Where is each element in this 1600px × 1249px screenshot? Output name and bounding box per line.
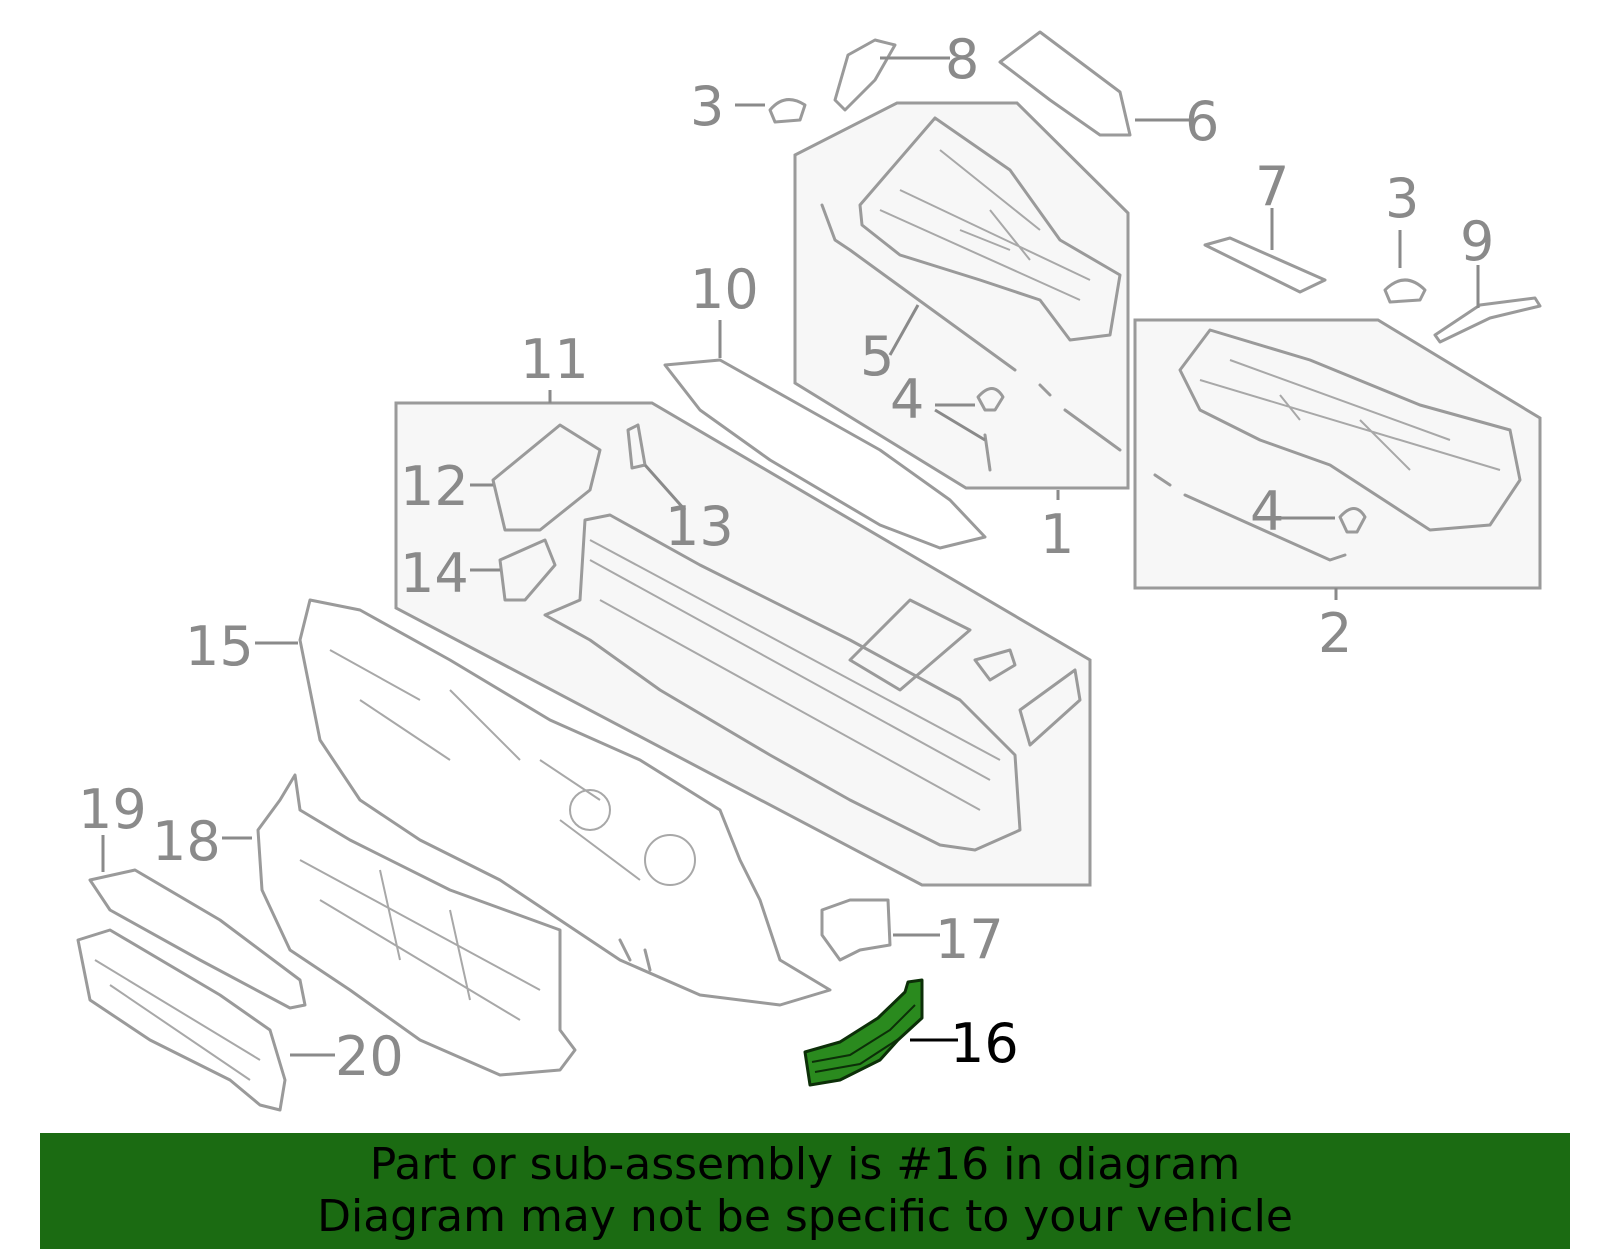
part-12-bracket xyxy=(491,423,602,532)
banner-line-1: Part or sub-assembly is #16 in diagram xyxy=(369,1139,1241,1190)
callout-10: 10 xyxy=(690,258,759,321)
callout-15: 15 xyxy=(185,615,254,678)
part-4-cap-a xyxy=(976,387,1005,472)
part-1-cowl-panel xyxy=(820,116,1122,452)
part-8-seal xyxy=(833,38,897,112)
callout-6: 6 xyxy=(1185,90,1219,153)
part-20-insulator xyxy=(76,928,287,1112)
part-6-bracket xyxy=(998,30,1132,137)
callout-8: 8 xyxy=(945,28,979,91)
callout-12: 12 xyxy=(400,455,469,518)
callout-7: 7 xyxy=(1255,155,1289,218)
callout-18: 18 xyxy=(152,810,221,873)
callout-4b: 4 xyxy=(1250,480,1284,543)
part-18-insulator xyxy=(256,773,577,1077)
part-19-insulator xyxy=(88,868,307,1010)
callout-5: 5 xyxy=(860,325,894,388)
part-3-clip-top xyxy=(768,98,807,124)
callout-3a: 3 xyxy=(690,75,724,138)
callout-9: 9 xyxy=(1460,210,1494,273)
callout-3b: 3 xyxy=(1385,167,1419,230)
callout-11: 11 xyxy=(520,328,589,391)
callout-16: 16 xyxy=(950,1012,1019,1075)
banner-line-2: Diagram may not be specific to your vehi… xyxy=(317,1191,1293,1242)
part-9-seal xyxy=(1433,296,1542,344)
part-11-cowl-reinforcement xyxy=(543,513,1082,852)
callout-2: 2 xyxy=(1318,602,1352,665)
callout-19: 19 xyxy=(78,778,147,841)
callout-17: 17 xyxy=(935,908,1004,971)
part-2-cowl-panel xyxy=(1153,328,1522,562)
part-4-cap-b xyxy=(1338,507,1367,534)
part-7-strip xyxy=(1203,236,1327,294)
part-17-bracket xyxy=(820,898,892,962)
part-14-bracket xyxy=(498,538,557,602)
part-16-highlighted xyxy=(803,978,924,1087)
part-3-clip-right xyxy=(1383,278,1427,304)
callout-13: 13 xyxy=(665,495,734,558)
group-box-2 xyxy=(1133,318,1542,590)
part-10-reinforcement xyxy=(663,358,987,550)
callout-4a: 4 xyxy=(890,368,924,431)
callout-14: 14 xyxy=(400,542,469,605)
info-banner: Part or sub-assembly is #16 in diagram D… xyxy=(40,1133,1570,1249)
part-15-dash-panel xyxy=(298,598,832,1007)
callout-20: 20 xyxy=(335,1025,404,1088)
callout-1: 1 xyxy=(1040,503,1074,566)
leader-lines xyxy=(101,56,1480,1057)
